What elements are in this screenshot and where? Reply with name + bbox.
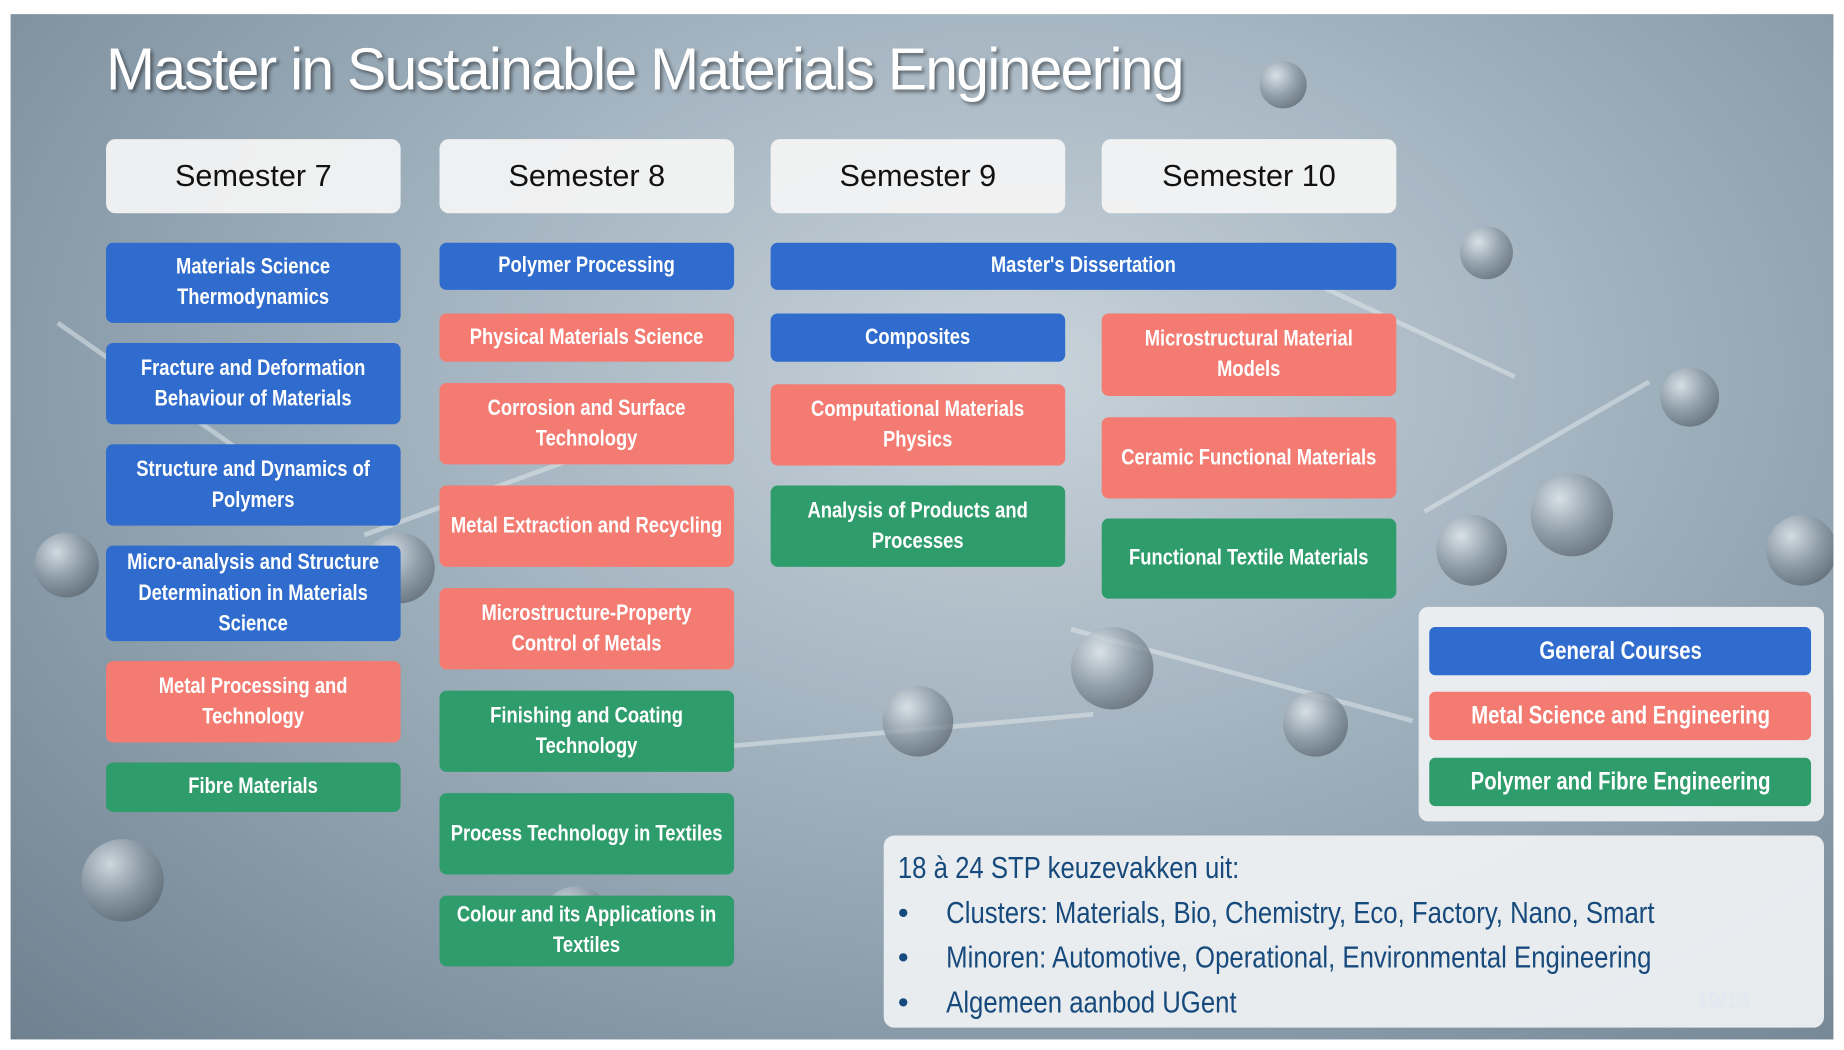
- course-label: Polymer Processing: [498, 253, 676, 279]
- course-label: Metal Processing and Technology: [158, 673, 348, 729]
- semester-8-header: Semester 8: [439, 139, 735, 214]
- course-card: Polymer Processing: [439, 242, 735, 290]
- course-label: Functional Textile Materials: [1129, 545, 1369, 571]
- course-label: Structure and Dynamics of Polymers: [136, 456, 371, 513]
- course-label: Master's Dissertation: [990, 253, 1176, 279]
- course-label: Composites: [865, 324, 971, 350]
- legend-label: General Courses: [1538, 636, 1702, 665]
- electives-heading: 18 à 24 STP keuzevakken uit:: [897, 849, 1240, 886]
- course-label: Fibre Materials: [188, 774, 319, 800]
- course-label: Microstructural Material Models: [1144, 326, 1354, 382]
- page-number: 19/13: [1696, 988, 1750, 1013]
- legend-label: Polymer and Fibre Engineering: [1470, 767, 1771, 795]
- course-label: Physical Materials Science: [469, 324, 704, 350]
- legend-general-courses: General Courses: [1429, 626, 1812, 676]
- semester-9-header: Semester 9: [770, 139, 1066, 214]
- page-title: Master in Sustainable Materials Engineer…: [106, 36, 1184, 103]
- course-label: Process Technology in Textiles: [450, 820, 723, 846]
- bullet-icon: •: [897, 984, 909, 1020]
- semester-7-header: Semester 7: [106, 139, 401, 214]
- course-label: Fracture and Deformation Behaviour of Ma…: [141, 355, 366, 411]
- course-card: Process Technology in Textiles: [439, 793, 735, 875]
- course-label: Metal Extraction and Recycling: [451, 513, 723, 538]
- course-card: Ceramic Functional Materials: [1101, 417, 1397, 499]
- course-card: Functional Textile Materials: [1101, 518, 1397, 599]
- legend-polymer-fibre: Polymer and Fibre Engineering: [1429, 757, 1812, 807]
- course-card: Structure and Dynamics of Polymers: [106, 444, 401, 526]
- course-label: Analysis of Products and Processes: [807, 497, 1029, 554]
- course-card: Microstructure-Property Control of Metal…: [439, 588, 735, 670]
- course-card: Colour and its Applications in Textiles: [439, 895, 735, 967]
- course-label: Materials Science Thermodynamics: [176, 254, 331, 310]
- course-card: Microstructural Material Models: [1101, 313, 1397, 396]
- course-label: Computational Materials Physics: [811, 396, 1025, 452]
- bullet-icon: •: [897, 939, 909, 975]
- course-card: Micro-analysis and Structure Determinati…: [106, 545, 401, 642]
- course-label: Finishing and Coating Technology: [490, 702, 684, 759]
- course-card: Fracture and Deformation Behaviour of Ma…: [106, 342, 401, 425]
- legend-label: Metal Science and Engineering: [1470, 701, 1770, 729]
- course-label: Microstructure-Property Control of Metal…: [481, 600, 692, 656]
- course-card: Corrosion and Surface Technology: [439, 383, 735, 465]
- course-card: Composites: [770, 313, 1066, 362]
- course-label: Colour and its Applications in Textiles: [457, 902, 717, 959]
- course-card: Analysis of Products and Processes: [770, 485, 1066, 567]
- course-label: Micro-analysis and Structure Determinati…: [127, 549, 380, 636]
- course-label: Ceramic Functional Materials: [1121, 444, 1377, 470]
- electives-item: Minoren: Automotive, Operational, Enviro…: [946, 939, 1652, 975]
- legend: General Courses Metal Science and Engine…: [1418, 606, 1825, 822]
- electives-item: Clusters: Materials, Bio, Chemistry, Eco…: [946, 894, 1655, 930]
- bullet-icon: •: [897, 894, 909, 930]
- course-card: Fibre Materials: [106, 762, 401, 812]
- semester-10-header: Semester 10: [1101, 139, 1397, 214]
- course-card: Finishing and Coating Technology: [439, 690, 735, 772]
- legend-metal-science: Metal Science and Engineering: [1429, 691, 1812, 741]
- course-card: Physical Materials Science: [439, 313, 735, 362]
- electives-box: 18 à 24 STP keuzevakken uit: • Clusters:…: [883, 835, 1825, 1028]
- electives-item: Algemeen aanbod UGent: [946, 984, 1237, 1020]
- course-card: Computational Materials Physics: [770, 384, 1066, 466]
- course-card: Materials Science Thermodynamics: [106, 242, 401, 323]
- course-label: Corrosion and Surface Technology: [487, 395, 686, 451]
- course-card-dissertation: Master's Dissertation: [770, 242, 1397, 290]
- course-card: Metal Processing and Technology: [106, 661, 401, 743]
- course-card: Metal Extraction and Recycling: [439, 485, 735, 567]
